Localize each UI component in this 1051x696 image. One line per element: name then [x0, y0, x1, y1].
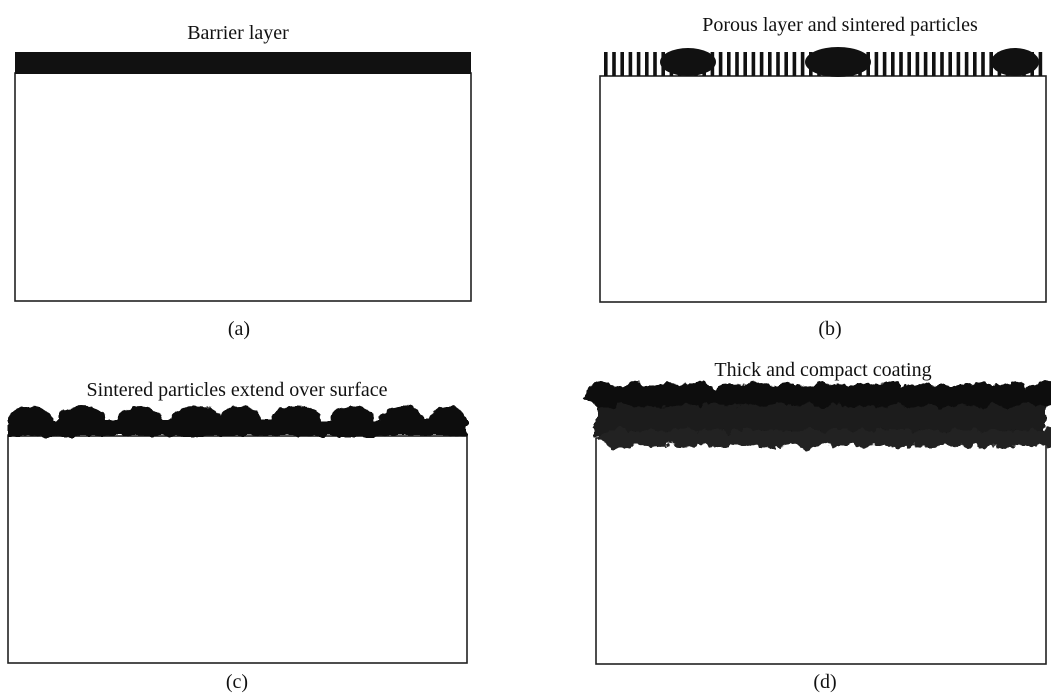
pore-column: [874, 52, 879, 76]
coating-blob: [693, 429, 733, 447]
panel-b-title: Porous layer and sintered particles: [702, 14, 978, 36]
coating-blob: [1034, 429, 1051, 447]
coating-blob: [677, 383, 721, 407]
coating-blob: [1003, 429, 1043, 447]
coating-blob: [584, 383, 628, 407]
coating-blob: [755, 429, 795, 447]
pore-column: [891, 52, 895, 76]
coating-blob: [925, 383, 969, 407]
pore-column: [915, 52, 920, 76]
panel-b-sintered-particle: [660, 48, 716, 76]
sintered-particle: [118, 406, 162, 434]
panel-d-compact-coating: [584, 383, 1051, 447]
coating-blob: [894, 383, 938, 407]
sintered-particle: [8, 406, 52, 434]
coating-blob: [739, 383, 783, 407]
panel-b-caption: (b): [818, 318, 842, 340]
pore-column: [743, 52, 747, 76]
panel-b: [599, 47, 1047, 303]
coating-blob: [817, 429, 857, 447]
panel-b-substrate: [599, 75, 1047, 303]
sintered-particle: [170, 406, 222, 434]
pore-column: [882, 52, 887, 76]
pore-column: [604, 52, 608, 76]
pore-column: [636, 52, 641, 76]
sintered-particle: [270, 406, 322, 434]
pore-column: [899, 52, 903, 76]
pore-column: [973, 52, 977, 76]
pore-column: [776, 52, 780, 76]
coating-blob: [801, 383, 845, 407]
panel-d-title: Thick and compact coating: [714, 359, 932, 381]
sintered-particle: [58, 406, 106, 434]
pore-column: [940, 52, 944, 76]
coating-blob: [600, 429, 640, 447]
pore-column: [653, 52, 657, 76]
coating-blob: [770, 383, 814, 407]
pore-column: [628, 52, 633, 76]
coating-blob: [987, 383, 1031, 407]
panel-a-substrate: [14, 72, 472, 302]
pore-column: [964, 52, 969, 76]
panel-c-title: Sintered particles extend over surface: [86, 379, 388, 401]
coating-blob: [941, 429, 981, 447]
coating-blob: [879, 429, 919, 447]
coating-blob: [662, 429, 702, 447]
coating-blob: [956, 383, 1000, 407]
panel-c: [7, 406, 468, 664]
panel-a-barrier-layer: [15, 52, 471, 74]
pore-column: [792, 52, 797, 76]
panel-d: [584, 383, 1051, 665]
coating-blob: [724, 429, 764, 447]
pore-column: [768, 52, 772, 76]
pore-column: [620, 52, 624, 76]
pore-column: [932, 52, 936, 76]
panel-d-caption: (d): [813, 671, 837, 693]
coating-blob: [786, 429, 826, 447]
panel-b-sintered-particle: [805, 47, 871, 77]
panel-c-caption: (c): [225, 671, 249, 693]
coating-blob: [615, 383, 659, 407]
pore-column: [1038, 52, 1043, 76]
coating-blob: [972, 429, 1012, 447]
pore-column: [956, 52, 961, 76]
pore-column: [989, 52, 993, 76]
pore-column: [981, 52, 985, 76]
pore-column: [718, 52, 723, 76]
pore-column: [923, 52, 928, 76]
panel-c-substrate: [7, 435, 468, 664]
coating-blob: [646, 383, 690, 407]
panel-a-title: Barrier layer: [187, 22, 289, 44]
coating-blob: [708, 383, 752, 407]
pore-column: [907, 52, 911, 76]
panel-c-particle-row: [8, 406, 467, 436]
coating-blob: [1018, 383, 1051, 407]
panel-b-sintered-particle: [991, 48, 1039, 76]
sintered-particle: [430, 406, 466, 434]
pore-column: [612, 52, 616, 76]
pore-column: [800, 52, 805, 76]
pore-column: [727, 52, 731, 76]
coating-blob: [848, 429, 888, 447]
sintered-particle: [330, 406, 374, 434]
pore-column: [751, 52, 756, 76]
panel-d-substrate: [595, 437, 1047, 665]
pore-column: [784, 52, 788, 76]
sintered-particle: [380, 406, 424, 434]
coating-blob: [832, 383, 876, 407]
panel-a-caption: (a): [227, 318, 251, 340]
coating-blob: [863, 383, 907, 407]
pore-column: [948, 52, 952, 76]
coating-blob: [910, 429, 950, 447]
pore-column: [645, 52, 649, 76]
panel-a: [14, 52, 472, 302]
pore-column: [735, 52, 739, 76]
pore-column: [759, 52, 764, 76]
coating-blob: [631, 429, 671, 447]
sintered-particle: [218, 406, 262, 434]
